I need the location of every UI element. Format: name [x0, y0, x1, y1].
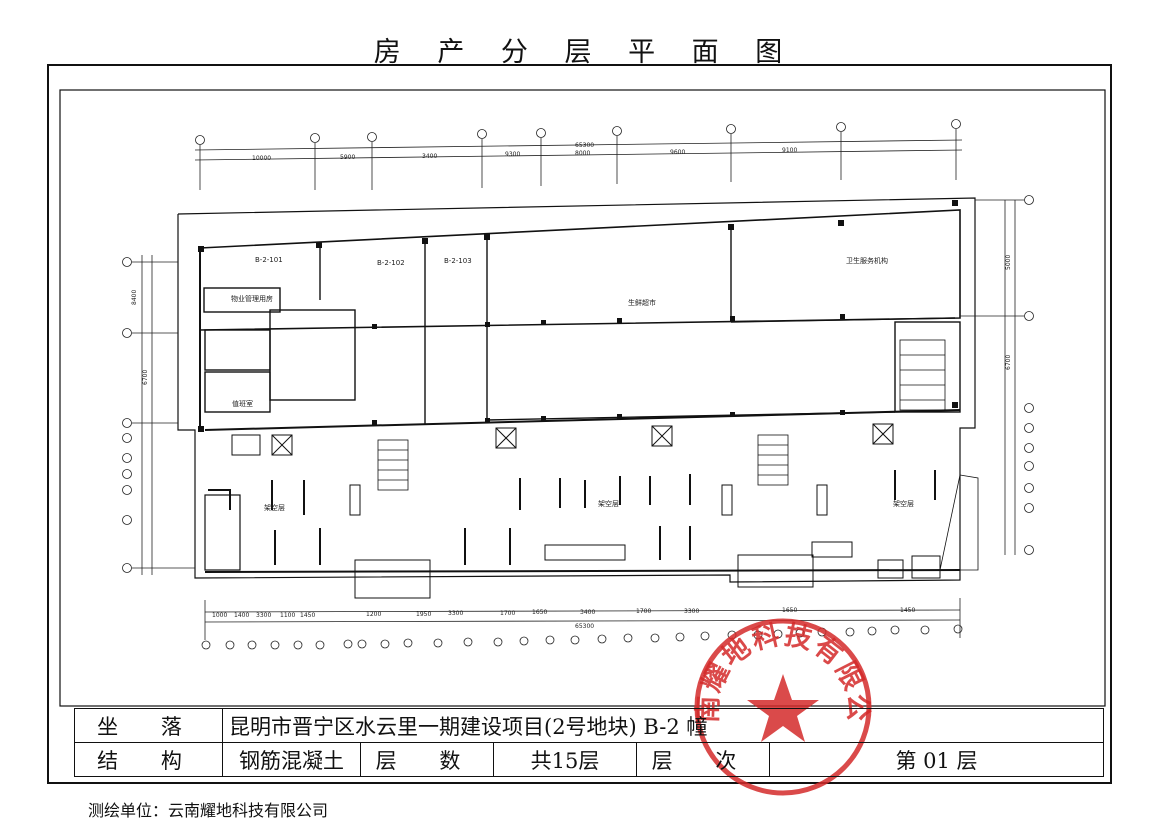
- dim-left-2: 6700: [142, 370, 149, 385]
- floors-label: 层 数: [360, 742, 494, 777]
- floors-value: 共15层: [493, 742, 637, 777]
- room-label-b2-101: B-2-101: [255, 256, 283, 264]
- dim-bottom-3: 3300: [256, 612, 271, 619]
- level-value: 第 01 层: [769, 742, 1104, 777]
- top-dimensions: 65300 10000 5900 3400 9300 8000 9600 910…: [252, 142, 797, 162]
- dim-top-1: 10000: [252, 155, 271, 162]
- location-label: 坐 落: [74, 708, 223, 743]
- surveyor-unit: 测绘单位：云南耀地科技有限公司: [88, 801, 329, 820]
- room-label-b2-102: B-2-102: [377, 259, 405, 267]
- room-label-market: 生鲜超市: [628, 298, 656, 307]
- dim-left-1: 8400: [131, 290, 138, 305]
- structural-columns: [198, 200, 958, 432]
- dim-bottom-total: 65300: [575, 623, 594, 630]
- dim-bottom-8: 3300: [448, 610, 463, 617]
- dim-bottom-9: 1700: [500, 610, 515, 617]
- dim-bottom-14: 1650: [782, 607, 797, 614]
- room-label-duty-room: 值班室: [232, 399, 253, 408]
- location-value: 昆明市晋宁区水云里一期建设项目(2号地块) B-2 幢: [222, 708, 1104, 743]
- bottom-dimensions: 65300 1000 1400 3300 1100 1450 1200 1950…: [212, 607, 915, 630]
- dim-bottom-13: 3300: [684, 608, 699, 615]
- level-label: 层 次: [636, 742, 770, 777]
- elevator-shafts: [231, 423, 894, 456]
- building-outline: [177, 197, 976, 583]
- lobby-walls: [204, 470, 941, 599]
- dim-top-2: 5900: [340, 154, 355, 161]
- dim-bottom-5: 1450: [300, 612, 315, 619]
- dim-top-5: 8000: [575, 150, 590, 157]
- right-axis-markers: [960, 195, 1034, 555]
- room-label-b2-103: B-2-103: [444, 257, 472, 265]
- room-label-open-floor-1: 架空层: [264, 503, 285, 512]
- room-label-open-floor-3: 架空层: [893, 499, 914, 508]
- dim-bottom-7: 1950: [416, 611, 431, 618]
- structure-value: 钢筋混凝土: [222, 742, 361, 777]
- dim-top-total: 65300: [575, 142, 594, 149]
- dim-bottom-4: 1100: [280, 612, 295, 619]
- dim-bottom-10: 1650: [532, 609, 547, 616]
- dim-bottom-6: 1200: [366, 611, 381, 618]
- structure-label: 结 构: [74, 742, 223, 777]
- plan-frame: [59, 89, 1106, 707]
- drawing-sheet-frame: [47, 64, 1112, 784]
- dim-top-6: 9600: [670, 149, 685, 156]
- room-label-property-management: 物业管理用房: [231, 294, 273, 303]
- page-title: 房 产 分 层 平 面 图: [373, 37, 797, 68]
- upper-partitions: [203, 226, 961, 425]
- dim-bottom-1: 1000: [212, 612, 227, 619]
- left-axis-markers: [122, 255, 195, 575]
- room-label-open-floor-2: 架空层: [598, 499, 619, 508]
- dim-bottom-12: 1700: [636, 608, 651, 615]
- stairwells: [377, 339, 979, 571]
- dim-top-3: 3400: [422, 153, 437, 160]
- room-labels: B-2-101 B-2-102 B-2-103 生鲜超市 卫生服务机构 物业管理…: [231, 256, 914, 512]
- dim-bottom-2: 1400: [234, 612, 249, 619]
- room-label-health-service: 卫生服务机构: [846, 256, 888, 265]
- info-table: 坐 落 昆明市晋宁区水云里一期建设项目(2号地块) B-2 幢 结 构 钢筋混凝…: [74, 708, 1104, 777]
- dim-bottom-11: 3400: [580, 609, 595, 616]
- top-axis-markers: [194, 119, 963, 190]
- dim-bottom-15: 1450: [900, 607, 915, 614]
- dim-right-2: 6700: [1005, 355, 1012, 370]
- dim-top-7: 9100: [782, 147, 797, 154]
- dim-top-4: 9300: [505, 151, 520, 158]
- dim-right-1: 5000: [1005, 255, 1012, 270]
- bottom-dimension-lines: [204, 598, 961, 640]
